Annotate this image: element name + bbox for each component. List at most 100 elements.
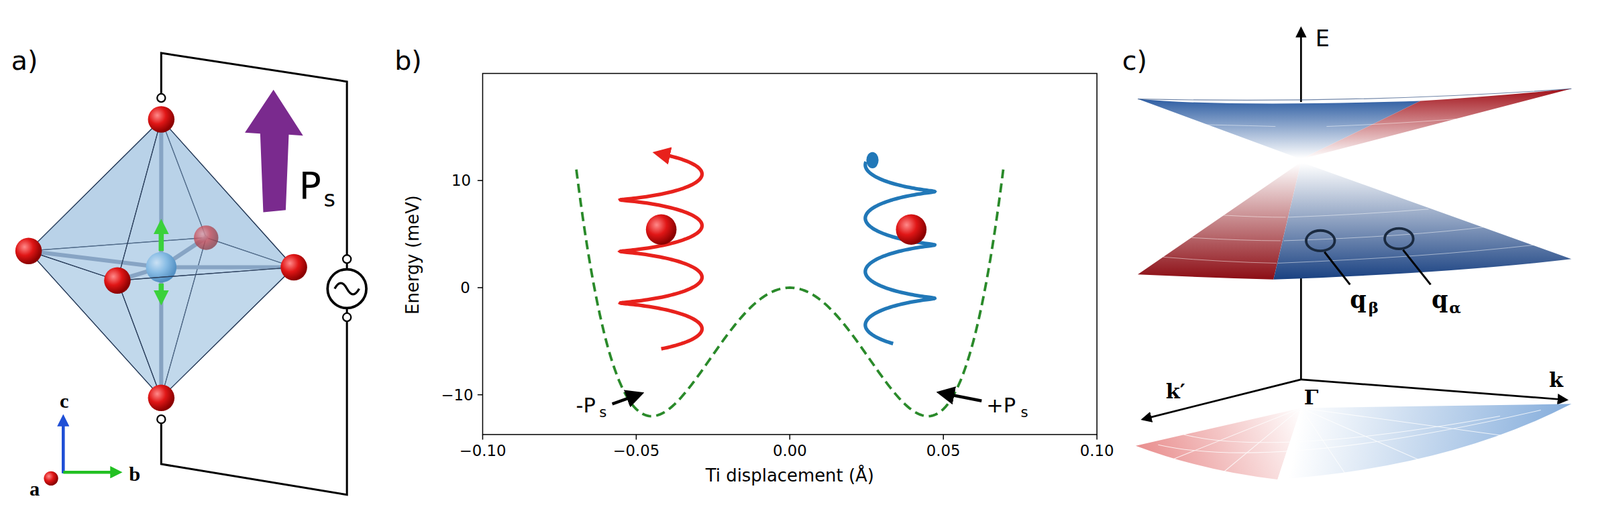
oxygen-atom — [148, 105, 176, 133]
leader-line — [1324, 250, 1431, 286]
panel-letter: a) — [11, 48, 39, 76]
bonds — [28, 119, 294, 398]
wavevector-label: q — [1349, 287, 1366, 311]
tick-label: 10 — [451, 173, 471, 189]
cone-mesh — [1188, 124, 1276, 127]
state-label: -P — [575, 395, 596, 416]
octahedron — [28, 119, 294, 398]
leader-line — [1324, 252, 1350, 286]
helix-end — [866, 152, 879, 169]
projection-grid — [1157, 407, 1541, 477]
plot-frame — [482, 434, 484, 441]
helix-end — [866, 152, 879, 169]
subscript: s — [1021, 405, 1029, 420]
plot-frame — [482, 73, 1097, 435]
axis-letter: k′ — [1165, 380, 1186, 401]
projection-grid — [1300, 407, 1511, 437]
tick-label: −10 — [440, 387, 473, 403]
octahedron-front — [117, 267, 294, 399]
displacement-arrow — [158, 283, 165, 298]
axis-triad — [43, 420, 117, 486]
displacement-arrow — [158, 226, 165, 252]
plot-frame — [477, 179, 484, 182]
axis-letter: c — [59, 391, 70, 412]
tick-label: 0.05 — [926, 443, 961, 459]
tick-label: −0.05 — [612, 443, 660, 459]
axis-letter: k — [1549, 369, 1564, 390]
oxygen-atom — [148, 384, 176, 412]
panel-letter: b) — [394, 48, 422, 76]
state-circle — [1306, 230, 1336, 251]
projection-grid — [1157, 409, 1541, 453]
cone-mesh — [1288, 209, 1429, 218]
axis-title: Ti displacement (Å) — [705, 467, 875, 486]
energy-axis — [1300, 28, 1303, 103]
pointer-arrow — [612, 393, 983, 405]
axis-triad — [61, 420, 66, 474]
electron-ball — [895, 214, 927, 245]
plot-frame — [477, 394, 484, 396]
state-label: +P — [986, 395, 1016, 416]
projection-grid — [1224, 407, 1301, 471]
polarization-arrow — [244, 89, 304, 213]
k-axis — [1143, 379, 1302, 420]
lower-cone — [1137, 162, 1572, 280]
projection-plane — [1135, 407, 1301, 479]
plot-frame — [789, 434, 791, 441]
circuit-wire — [156, 415, 166, 424]
cone-mesh — [1163, 256, 1277, 263]
wavevector-label: q — [1431, 287, 1448, 311]
tick-label: 0 — [460, 279, 471, 296]
state-circle — [1306, 228, 1414, 251]
polarization-arrow — [244, 89, 304, 213]
axis-triad — [63, 470, 117, 475]
pointer-arrow — [939, 393, 982, 402]
oxygen-atom — [15, 237, 43, 265]
polarization-symbol: P — [299, 167, 322, 204]
circuit-wire — [156, 93, 166, 102]
axis-letter: a — [29, 478, 40, 499]
circuit-wire — [342, 254, 351, 263]
plot-frame — [477, 73, 1097, 441]
lower-cone — [1137, 162, 1301, 280]
plot-frame — [477, 287, 484, 289]
panel-letter: c) — [1122, 48, 1148, 76]
plot-frame — [635, 434, 638, 441]
energy-axis — [1300, 270, 1303, 380]
cone-mesh — [1192, 237, 1281, 241]
displacement-arrow — [158, 226, 165, 298]
projection-plane — [1135, 403, 1572, 480]
helix-red — [620, 154, 703, 350]
point-label: Γ — [1304, 386, 1319, 407]
axis-letter: b — [128, 464, 141, 485]
circuit-wire — [327, 269, 367, 309]
subscript: β — [1368, 300, 1379, 316]
plot-frame — [942, 434, 944, 441]
circuit-wire — [342, 313, 351, 322]
leader-line — [1402, 250, 1431, 286]
cone-mesh — [1326, 114, 1511, 127]
k-axis — [1300, 379, 1566, 400]
pointer-arrow — [612, 393, 642, 404]
electron-ball — [646, 214, 677, 245]
electron-ball — [895, 214, 927, 245]
helix-blue — [865, 161, 935, 344]
oxygen-atom — [103, 267, 131, 295]
energy-curve — [576, 169, 1003, 417]
subscript: s — [324, 187, 336, 211]
axis-letter: E — [1315, 27, 1330, 51]
subscript: α — [1449, 300, 1462, 316]
projection-plane — [1277, 403, 1572, 480]
lower-cone — [1273, 162, 1572, 280]
electron-ball — [646, 214, 677, 245]
tick-label: 0.00 — [772, 443, 808, 459]
axis-title: Energy (meV) — [404, 195, 422, 315]
upper-cone — [1137, 88, 1572, 100]
oxygen-atom — [280, 254, 308, 282]
tick-label: −0.10 — [459, 443, 507, 459]
octahedron-front — [28, 119, 294, 398]
projection-grid — [1183, 416, 1501, 443]
state-circle — [1384, 228, 1414, 249]
